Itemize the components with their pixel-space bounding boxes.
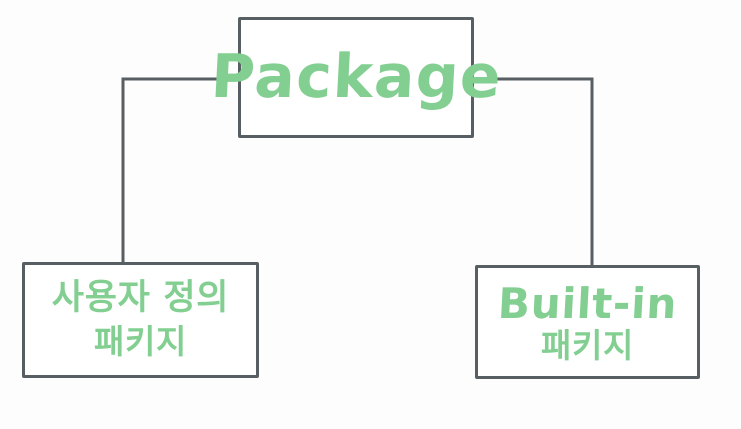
node-package[interactable]: Package [209,17,503,138]
node-user-defined-label-line-2: 패키지 [93,322,188,362]
node-user-defined-label-line-1: 사용자 정의 [51,278,230,319]
node-built-in-label-line-1: Built-in [496,278,679,328]
node-package-label: Package [208,42,504,113]
node-built-in[interactable]: Built-in 패키지 [475,265,700,379]
node-built-in-label-line-2: 패키지 [540,325,635,365]
node-user-defined[interactable]: 사용자 정의 패키지 [22,262,259,378]
